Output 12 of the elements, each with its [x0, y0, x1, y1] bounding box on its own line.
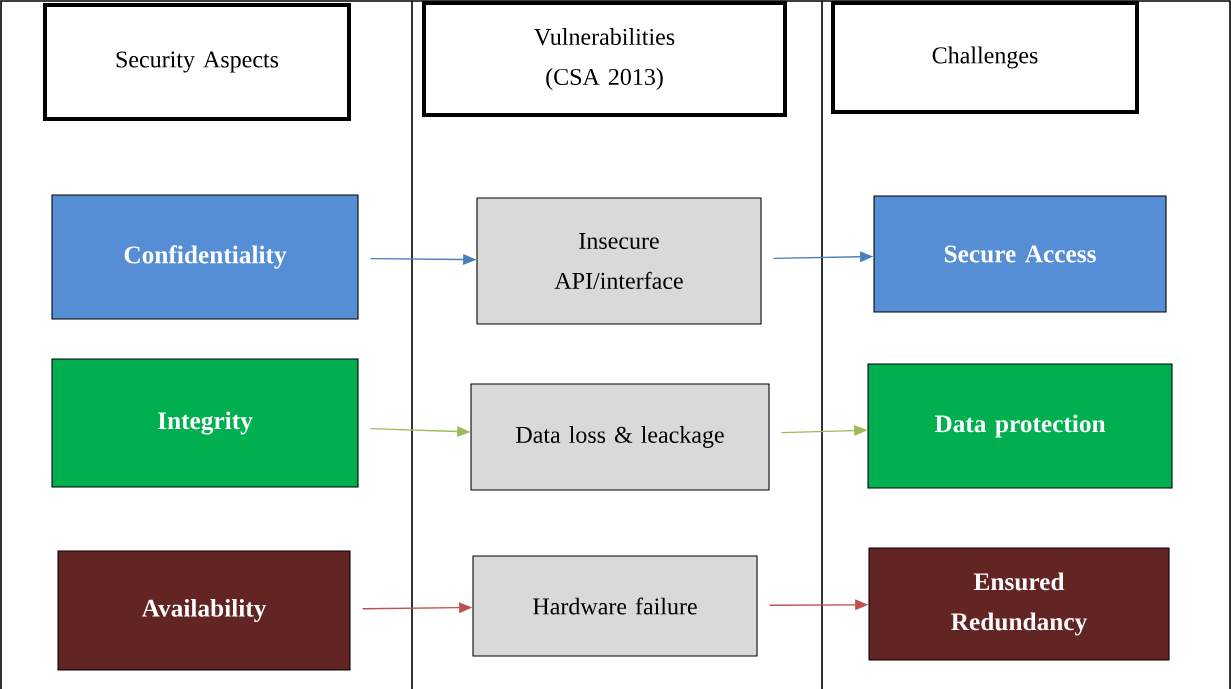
aspect-box: Availability	[57, 550, 351, 671]
aspect-box: Ensured Redundancy	[868, 547, 1170, 661]
process-box: Data loss & leackage	[470, 383, 770, 491]
column-header-box: Challenges	[831, 1, 1139, 114]
aspect-box: Integrity	[51, 358, 359, 488]
column-header-box: Vulnerabilities (CSA 2013)	[422, 1, 787, 117]
column-header-box: Security Aspects	[43, 3, 351, 121]
process-box: Insecure API/interface	[476, 197, 762, 325]
aspect-box: Confidentiality	[51, 194, 359, 320]
process-box: Hardware failure	[472, 555, 758, 657]
aspect-box: Data protection	[867, 363, 1173, 489]
aspect-box: Secure Access	[873, 195, 1167, 313]
